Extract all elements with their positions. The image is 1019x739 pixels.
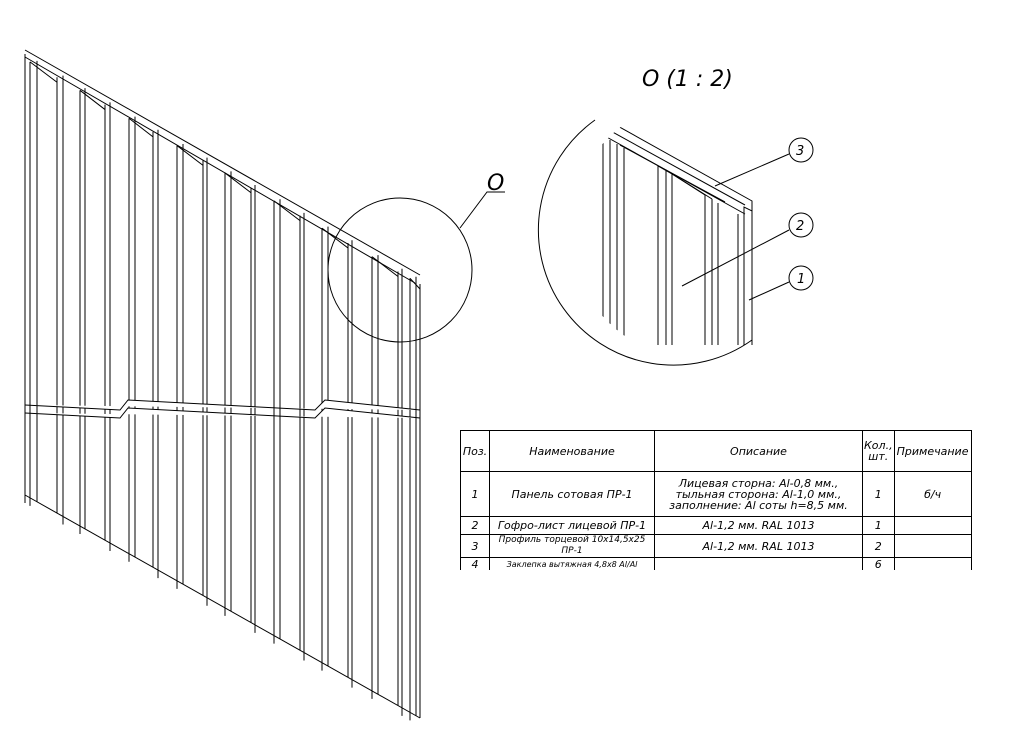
cell-name: Панель сотовая ПР-1 [489, 471, 655, 517]
cell-note [893, 557, 972, 570]
table-row: 1 Панель сотовая ПР-1 Лицевая сторна: Al… [460, 471, 972, 517]
table-header-row: Поз. Наименование Описание Кол., шт. При… [460, 430, 972, 472]
balloon-2-label: 2 [796, 219, 804, 234]
cell-description: Al-1,2 мм. RAL 1013 [654, 534, 863, 558]
rib-cap [29, 61, 58, 83]
cell-name: Заклепка вытяжная 4,8х8 Al/Al [489, 557, 655, 570]
cell-pos: 1 [460, 471, 490, 517]
detail-circle [327, 197, 473, 343]
description-line: Лицевая сторна: Al-0,8 мм., [678, 476, 839, 490]
cell-qty: 2 [862, 534, 895, 558]
rib-cap [224, 172, 252, 194]
header-qty: Кол., шт. [862, 430, 895, 472]
rib-cap [409, 277, 421, 290]
panel-isometric-view [24, 49, 421, 721]
header-note: Примечание [893, 430, 972, 472]
detail-callout [327, 191, 505, 343]
break-line-upper [24, 399, 421, 411]
detail-leader [459, 191, 505, 229]
cell-name: Гофро-лист лицевой ПР-1 [489, 516, 655, 535]
table-row: 2 Гофро-лист лицевой ПР-1 Al-1,2 мм. RAL… [460, 516, 972, 535]
description-line: заполнение: Al соты h=8,5 мм. [669, 498, 848, 512]
rib-cap [79, 89, 106, 110]
cell-note [893, 534, 972, 558]
panel-bottom-edge [24, 494, 421, 719]
balloon-2 [788, 212, 814, 238]
cell-description: Лицевая сторна: Al-0,8 мм., тыльная стор… [654, 471, 863, 517]
table-row: 3 Профиль торцевой 10х14,5х25 ПР-1 Al-1,… [460, 534, 972, 558]
header-description: Описание [654, 430, 863, 472]
cell-qty: 6 [862, 557, 895, 570]
detail-view [537, 114, 814, 366]
table-row: 4 Заклепка вытяжная 4,8х8 Al/Al 6 [460, 557, 972, 570]
header-pos: Поз. [460, 430, 490, 472]
cell-note: б/ч [893, 471, 972, 517]
break-line-lower [24, 407, 421, 419]
detail-arc [537, 119, 753, 366]
cell-name: Профиль торцевой 10х14,5х25 ПР-1 [489, 534, 655, 558]
balloon-3 [788, 137, 814, 163]
rib-cap [371, 256, 399, 277]
cell-pos: 2 [460, 516, 490, 535]
cell-note [893, 516, 972, 535]
rib-cap [273, 200, 301, 222]
panel-top-edge-inner [24, 56, 416, 284]
balloon-1 [788, 265, 814, 291]
rib-cap [128, 117, 154, 138]
balloon-3-label: 3 [796, 144, 804, 159]
balloon-1-label: 1 [797, 272, 805, 287]
detail-callout-label: O [487, 171, 504, 196]
rib-cap [176, 145, 204, 166]
cell-qty: 1 [862, 471, 895, 517]
specification-table: Поз. Наименование Описание Кол., шт. При… [460, 430, 972, 570]
cell-description [654, 557, 863, 570]
header-name: Наименование [489, 430, 655, 472]
description-line: тыльная сторона: Al-1,0 мм., [675, 487, 842, 501]
cell-qty: 1 [862, 516, 895, 535]
cell-description: Al-1,2 мм. RAL 1013 [654, 516, 863, 535]
panel-top-edge [24, 49, 421, 276]
cell-pos: 4 [460, 557, 490, 570]
detail-view-title: O (1 : 2) [642, 67, 733, 92]
cell-pos: 3 [460, 534, 490, 558]
